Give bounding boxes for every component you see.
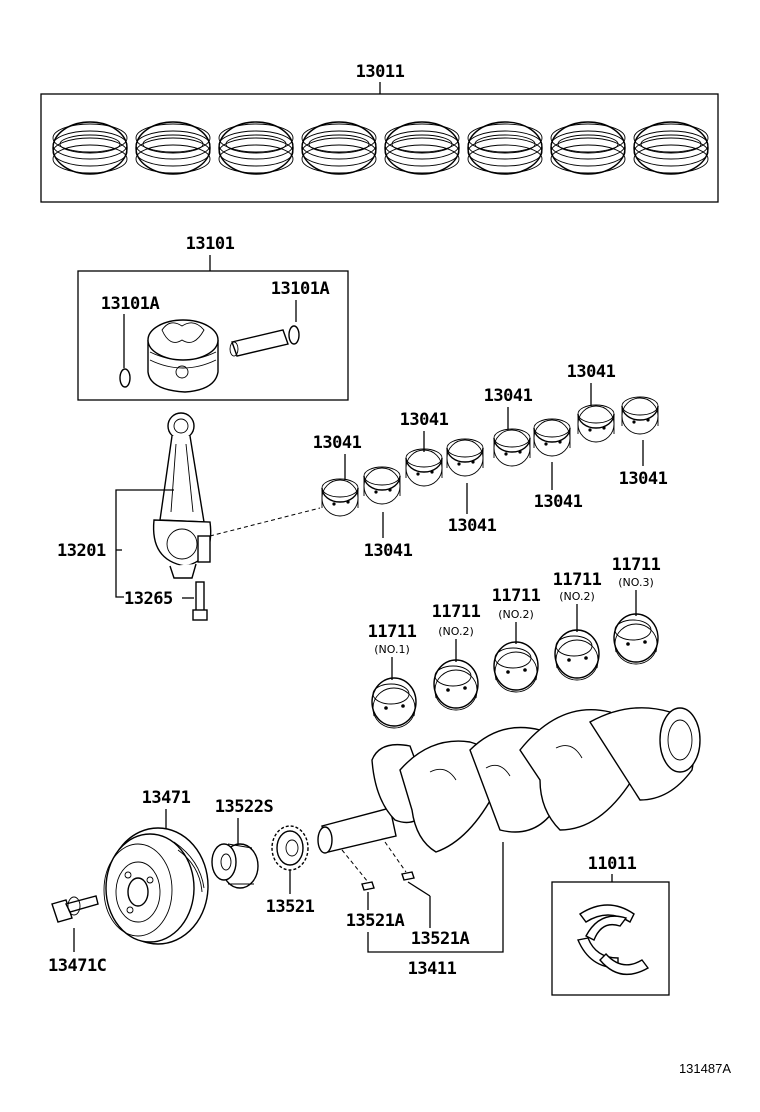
label-crank-key-1: 13521A xyxy=(346,911,405,931)
label-crank-sprocket: 13522S xyxy=(215,797,274,817)
label-piston-pin-left: 13101A xyxy=(101,294,160,314)
label-main-bearing-5: 11711 xyxy=(612,555,661,575)
crank-key-icons xyxy=(361,871,415,891)
figure-ref: 131487A xyxy=(679,1061,731,1076)
label-connecting-rod: 13201 xyxy=(57,541,106,561)
label-conn-rod-bearing-4: 13041 xyxy=(448,516,497,536)
label-conn-rod-bearing-1: 13041 xyxy=(313,433,362,453)
label-main-bearing-4-note: (NO.2) xyxy=(559,590,595,603)
piston-ring-set-box xyxy=(40,93,719,203)
label-crank-key-2: 13521A xyxy=(411,929,470,949)
label-conn-rod-bearing-5: 13041 xyxy=(484,386,533,406)
label-main-bearing-1-note: (NO.1) xyxy=(374,643,410,656)
label-piston-ring-set: 13011 xyxy=(356,62,405,82)
label-conn-rod-bolt: 13265 xyxy=(124,589,173,609)
pulley-bolt-icon xyxy=(51,895,99,923)
thrust-washer-icon xyxy=(577,904,650,976)
label-conn-rod-bearing-3: 13041 xyxy=(400,410,449,430)
crank-timing-gear-icon xyxy=(271,825,309,871)
label-crank-timing-gear: 13521 xyxy=(266,897,315,917)
label-piston-pin-right: 13101A xyxy=(271,279,330,299)
thrust-washer-box xyxy=(551,881,670,996)
label-main-bearing-1: 11711 xyxy=(368,622,417,642)
connecting-rod-icon xyxy=(152,412,212,579)
label-conn-rod-bearing-6: 13041 xyxy=(534,492,583,512)
label-conn-rod-bearing-7: 13041 xyxy=(567,362,616,382)
label-conn-rod-bearing-8: 13041 xyxy=(619,469,668,489)
crank-pulley-icon xyxy=(103,827,209,945)
label-main-bearing-2-note: (NO.2) xyxy=(438,625,474,638)
label-crank-pulley: 13471 xyxy=(142,788,191,808)
label-piston-sub-assy: 13101 xyxy=(186,234,235,254)
label-pulley-bolt: 13471C xyxy=(48,956,106,976)
conn-rod-bearings xyxy=(321,396,659,517)
label-main-bearing-3: 11711 xyxy=(492,586,541,606)
label-main-bearing-2: 11711 xyxy=(432,602,481,622)
piston-box xyxy=(77,270,349,401)
label-conn-rod-bearing-2: 13041 xyxy=(364,541,413,561)
label-crankshaft: 13411 xyxy=(408,959,457,979)
bolt-icon xyxy=(192,581,208,621)
label-main-bearing-3-note: (NO.2) xyxy=(498,608,534,621)
label-main-bearing-4: 11711 xyxy=(553,570,602,590)
crankshaft-icon xyxy=(317,707,701,854)
piston-rings xyxy=(52,121,709,175)
piston-icon xyxy=(119,319,300,393)
label-thrust-washer-set: 11011 xyxy=(588,854,637,874)
crank-sprocket-icon xyxy=(211,843,259,889)
label-main-bearing-5-note: (NO.3) xyxy=(618,576,654,589)
